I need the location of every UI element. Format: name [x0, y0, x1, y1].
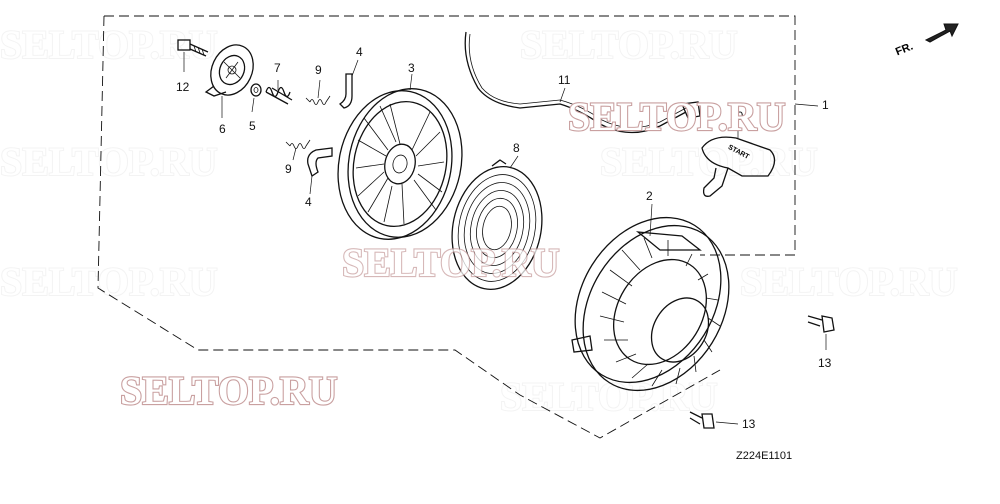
- callout-7: 7: [274, 61, 281, 75]
- callout-9-bottom: 9: [285, 162, 292, 176]
- watermark-top: SELTOP.RU: [568, 94, 786, 139]
- washer-5: [250, 83, 262, 97]
- svg-text:SELTOP.RU: SELTOP.RU: [500, 374, 718, 419]
- callout-3: 3: [408, 61, 415, 75]
- rope-end-clip: [681, 101, 701, 119]
- reel-pulley-3: [337, 88, 463, 240]
- callout-13-bottom: 13: [742, 417, 756, 431]
- callout-11: 11: [558, 73, 571, 87]
- leader-lines: [183, 52, 827, 425]
- svg-text:SELTOP.RU: SELTOP.RU: [520, 22, 738, 67]
- spring-9-top: [305, 95, 331, 105]
- bolt-12: [177, 39, 209, 57]
- spring-9-bottom: [285, 139, 311, 149]
- callout-10: 10: [730, 109, 744, 123]
- pawl-4-top: [338, 73, 353, 109]
- fr-label: FR.: [894, 40, 915, 58]
- callout-9-top: 9: [315, 63, 322, 77]
- callout-1: 1: [822, 98, 829, 112]
- starter-case-2: [571, 216, 730, 392]
- watermark-middle: SELTOP.RU: [342, 240, 560, 285]
- callout-8: 8: [513, 141, 520, 155]
- assembly-outline: [97, 15, 796, 439]
- callout-12: 12: [176, 80, 190, 94]
- svg-text:SELTOP.RU: SELTOP.RU: [740, 259, 958, 304]
- bolt-13-right: [807, 315, 835, 333]
- callout-2: 2: [646, 189, 653, 203]
- svg-text:SELTOP.RU: SELTOP.RU: [0, 22, 218, 67]
- svg-text:SELTOP.RU: SELTOP.RU: [0, 139, 218, 184]
- callout-6: 6: [219, 122, 226, 136]
- watermark-bottom: SELTOP.RU: [120, 368, 338, 413]
- rope-edge: [468, 33, 687, 128]
- svg-text:SELTOP.RU: SELTOP.RU: [0, 259, 218, 304]
- svg-text:SELTOP.RU: SELTOP.RU: [600, 139, 818, 184]
- watermarks: SELTOP.RU SELTOP.RU SELTOP.RU: [119, 93, 787, 414]
- front-direction-indicator: FR.: [894, 23, 959, 58]
- callout-5: 5: [249, 119, 256, 133]
- callout-4-top: 4: [356, 45, 363, 59]
- callout-13-right: 13: [818, 356, 832, 370]
- background-watermark: SELTOP.RU SELTOP.RU SELTOP.RU SELTOP.RU …: [0, 21, 959, 420]
- diagram-code: Z224E1101: [736, 450, 792, 462]
- callout-labels: 12 6 5 7 9 4 3 11 1 10 8 2 9 4 13 13: [176, 45, 832, 431]
- bolt-13-bottom: [689, 411, 715, 429]
- pawl-4-bottom: [307, 147, 333, 178]
- starter-rope-11: [464, 31, 687, 134]
- recoil-spring-8: [451, 159, 543, 290]
- washer-hole: [253, 87, 259, 93]
- spring-7: [265, 86, 293, 105]
- ratchet-plate-6: [204, 44, 254, 97]
- arrow-icon: [924, 23, 959, 43]
- callout-4-bottom: 4: [305, 195, 312, 209]
